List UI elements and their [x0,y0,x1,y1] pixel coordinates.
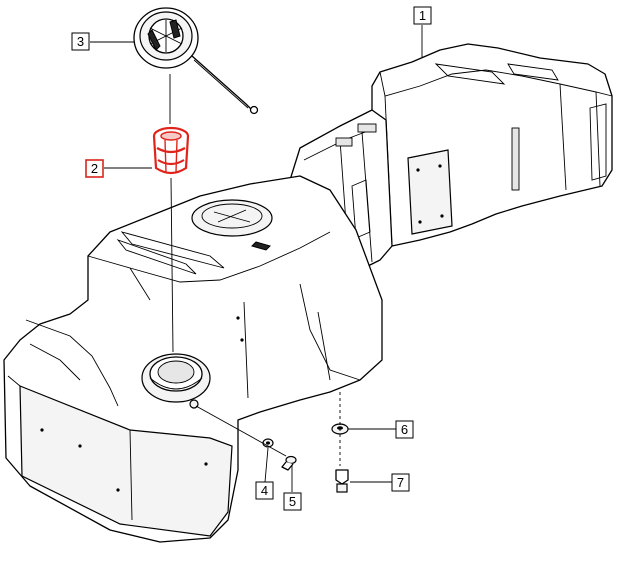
fuel-cap-with-sender[interactable] [133,7,259,115]
callout-6-label: 6 [401,422,408,437]
filler-strainer[interactable] [152,126,190,175]
callout-2-label: 2 [91,161,98,176]
tank-rear-section [371,43,613,247]
leader-4 [264,447,269,483]
fuel-tank[interactable] [3,43,613,543]
callout-6: 6 [395,420,414,439]
callout-5: 5 [283,492,302,511]
callout-5-label: 5 [289,494,296,509]
pump-flange [191,199,273,237]
callout-7: 7 [391,473,410,492]
callout-3: 3 [71,32,90,51]
tank-sump [19,385,233,537]
drain-plug[interactable] [335,469,349,493]
sender-wire [191,55,253,111]
callout-2: 2 [85,159,104,178]
callout-1: 1 [413,6,432,25]
side-bracket [407,149,453,235]
callout-3-label: 3 [77,34,84,49]
callout-4-label: 4 [261,483,268,498]
callout-7-label: 7 [397,475,404,490]
callout-1-label: 1 [419,8,426,23]
callout-4: 4 [255,481,274,500]
bolt[interactable] [281,455,297,471]
